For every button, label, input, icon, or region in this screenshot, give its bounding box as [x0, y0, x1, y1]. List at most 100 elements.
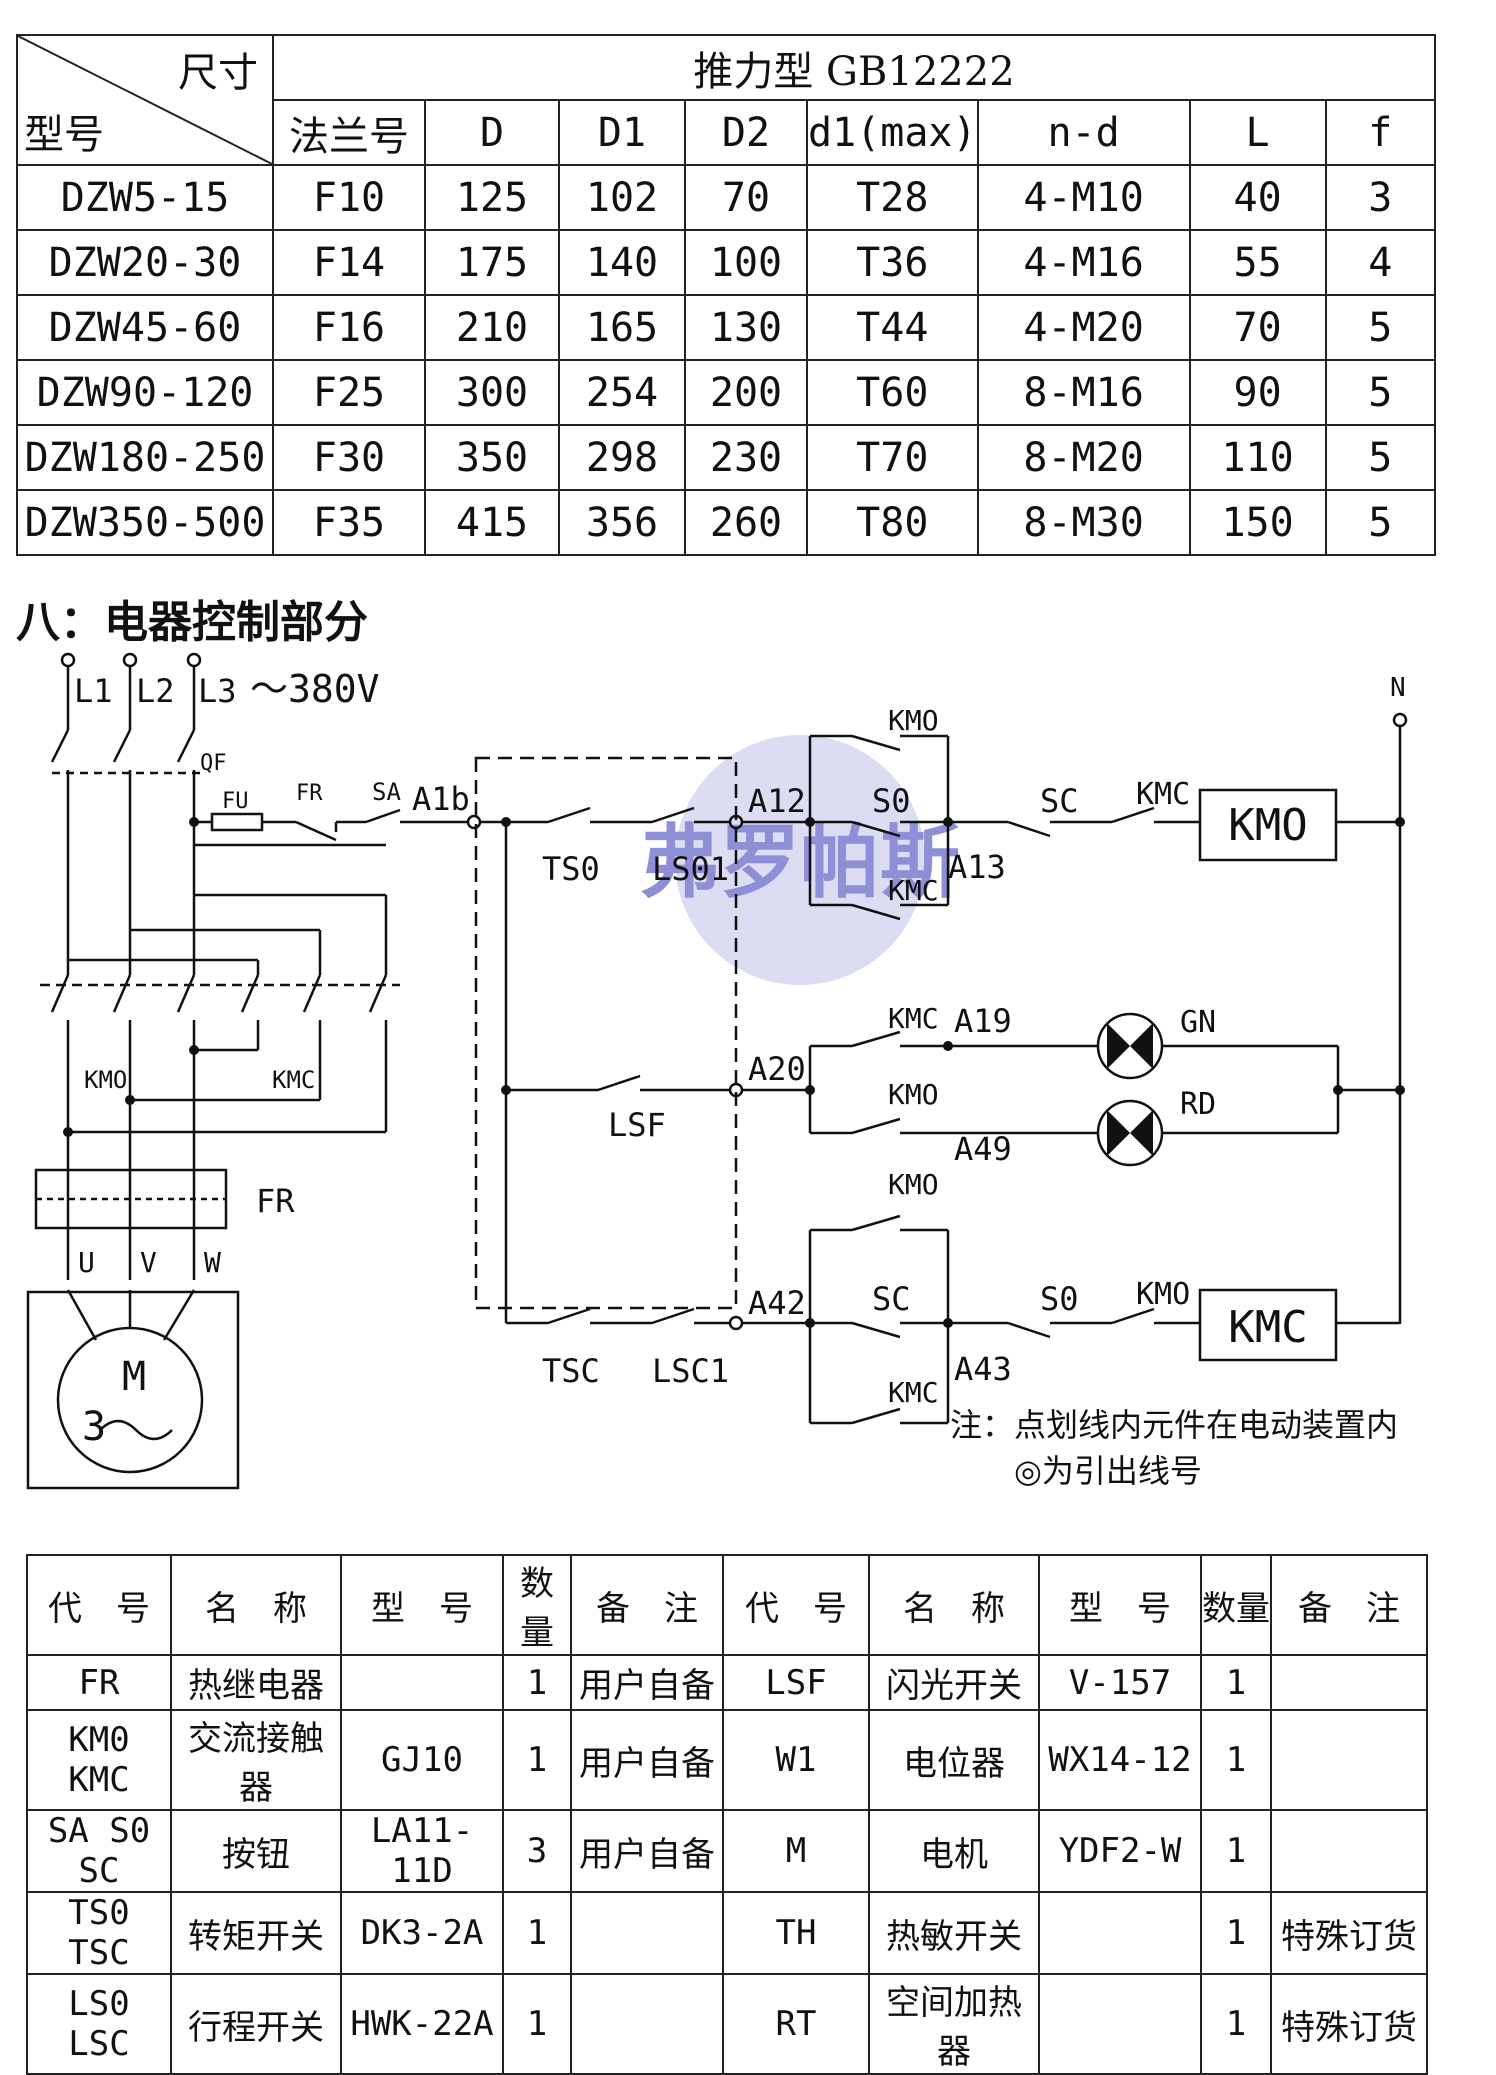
control-circuit-diagram: 弗罗帕斯	[26, 652, 1408, 1490]
table-cell: LS0 LSC	[26, 1973, 172, 2075]
label-V: V	[140, 1246, 157, 1279]
corner-top-label: 尺寸	[178, 50, 258, 96]
table-cell: YDF2-W	[1038, 1809, 1202, 1893]
table-cell: DZW45-60	[16, 294, 274, 361]
table-cell: 电位器	[868, 1709, 1040, 1811]
label-RD: RD	[1180, 1087, 1216, 1122]
column-header: 备 注	[1270, 1554, 1428, 1656]
label-FR-top: FR	[296, 781, 323, 806]
table-cell	[340, 1654, 504, 1711]
table-cell: 热敏开关	[868, 1891, 1040, 1975]
table-cell: 70	[684, 164, 808, 231]
table-cell: 300	[424, 359, 560, 426]
label-KMO-hold: KMO	[888, 704, 939, 737]
column-header: 名 称	[868, 1554, 1040, 1656]
label-SC-top: SC	[1040, 782, 1079, 820]
column-header: 型 号	[1038, 1554, 1202, 1656]
table-cell: 热继电器	[170, 1654, 342, 1711]
table-cell: DZW5-15	[16, 164, 274, 231]
note-line-1: 注：点划线内元件在电动装置内	[950, 1406, 1398, 1444]
table-cell: KM0 KMC	[26, 1709, 172, 1811]
section-title: 八：电器控制部分	[16, 597, 368, 648]
table-cell: 特殊订货	[1270, 1973, 1428, 2075]
label-A1b: A1b	[412, 780, 470, 818]
table-cell: 1	[502, 1709, 572, 1811]
table-cell: 150	[1188, 489, 1327, 556]
table-cell: DZW350-500	[16, 489, 274, 556]
table-cell: 8-M20	[976, 424, 1191, 491]
label-GN: GN	[1180, 1005, 1216, 1040]
label-A19: A19	[954, 1002, 1012, 1040]
label-U: U	[78, 1246, 95, 1279]
watermark-text: 弗罗帕斯	[640, 816, 960, 909]
column-header: L	[1188, 99, 1327, 166]
table-cell: DK3-2A	[340, 1891, 504, 1975]
table-cell: DZW90-120	[16, 359, 274, 426]
table-cell: DZW180-250	[16, 424, 274, 491]
label-S0-top: S0	[872, 782, 911, 820]
table-cell: 1	[1200, 1973, 1272, 2075]
column-header: D	[424, 99, 560, 166]
table-cell: T70	[806, 424, 979, 491]
label-A42: A42	[748, 1284, 806, 1322]
table-cell: T60	[806, 359, 979, 426]
label-KMO-hold2: KMO	[888, 1168, 939, 1201]
table-cell: 3	[502, 1809, 572, 1893]
table-cell: 4-M10	[976, 164, 1191, 231]
table-cell: 260	[684, 489, 808, 556]
label-L2: L2	[136, 672, 175, 710]
table-cell: 298	[558, 424, 686, 491]
table-cell: 1	[1200, 1891, 1272, 1975]
column-header: 代 号	[722, 1554, 870, 1656]
table-cell	[1270, 1654, 1428, 1711]
column-header: 型 号	[340, 1554, 504, 1656]
table-cell: 102	[558, 164, 686, 231]
note-line-2: ◎为引出线号	[1014, 1452, 1202, 1490]
table-cell: SA S0 SC	[26, 1809, 172, 1893]
table-cell: 350	[424, 424, 560, 491]
label-motor-M: M	[122, 1354, 146, 1400]
group-title: 推力型 GB12222	[272, 34, 1436, 101]
column-header: 名 称	[170, 1554, 342, 1656]
column-header: d1(max)	[806, 99, 979, 166]
column-header: 数量	[502, 1554, 572, 1656]
corner-bottom-label: 型号	[24, 112, 104, 158]
table-cell: 1	[1200, 1709, 1272, 1811]
label-SC-bot: SC	[872, 1280, 911, 1318]
table-cell: 230	[684, 424, 808, 491]
label-W: W	[204, 1246, 221, 1279]
table-cell: HWK-22A	[340, 1973, 504, 2075]
table-cell: F14	[272, 229, 426, 296]
parts-table: 代 号 名 称 型 号 数量 备 注 代 号 名 称 型 号 数量 备 注 FR…	[26, 1554, 1428, 2075]
label-L3: L3	[198, 672, 237, 710]
table-cell: 按钮	[170, 1809, 342, 1893]
table-cell: TS0 TSC	[26, 1891, 172, 1975]
table-cell: V-157	[1038, 1654, 1202, 1711]
table-cell: 电机	[868, 1809, 1040, 1893]
table-cell: 130	[684, 294, 808, 361]
table-cell: 8-M30	[976, 489, 1191, 556]
dimension-table: 尺寸 型号 推力型 GB12222 法兰号 D D1 D2 d1(max) n-…	[16, 34, 1437, 556]
label-KMC-top: KMC	[1136, 777, 1190, 812]
label-LSF: LSF	[608, 1106, 666, 1144]
label-LSC1: LSC1	[652, 1352, 729, 1390]
column-header: 数量	[1200, 1554, 1272, 1656]
label-A12: A12	[748, 782, 806, 820]
table-cell: 125	[424, 164, 560, 231]
label-LS01: LS01	[652, 850, 729, 888]
table-cell: FR	[26, 1654, 172, 1711]
label-A49: A49	[954, 1130, 1012, 1168]
table-cell: 闪光开关	[868, 1654, 1040, 1711]
table-cell: 5	[1324, 424, 1437, 491]
table-cell	[570, 1973, 724, 2075]
label-N: N	[1390, 673, 1406, 703]
column-header: 备 注	[570, 1554, 724, 1656]
table-cell: F16	[272, 294, 426, 361]
label-KMO-bot: KMO	[1136, 1277, 1190, 1312]
column-header: 法兰号	[272, 99, 426, 166]
